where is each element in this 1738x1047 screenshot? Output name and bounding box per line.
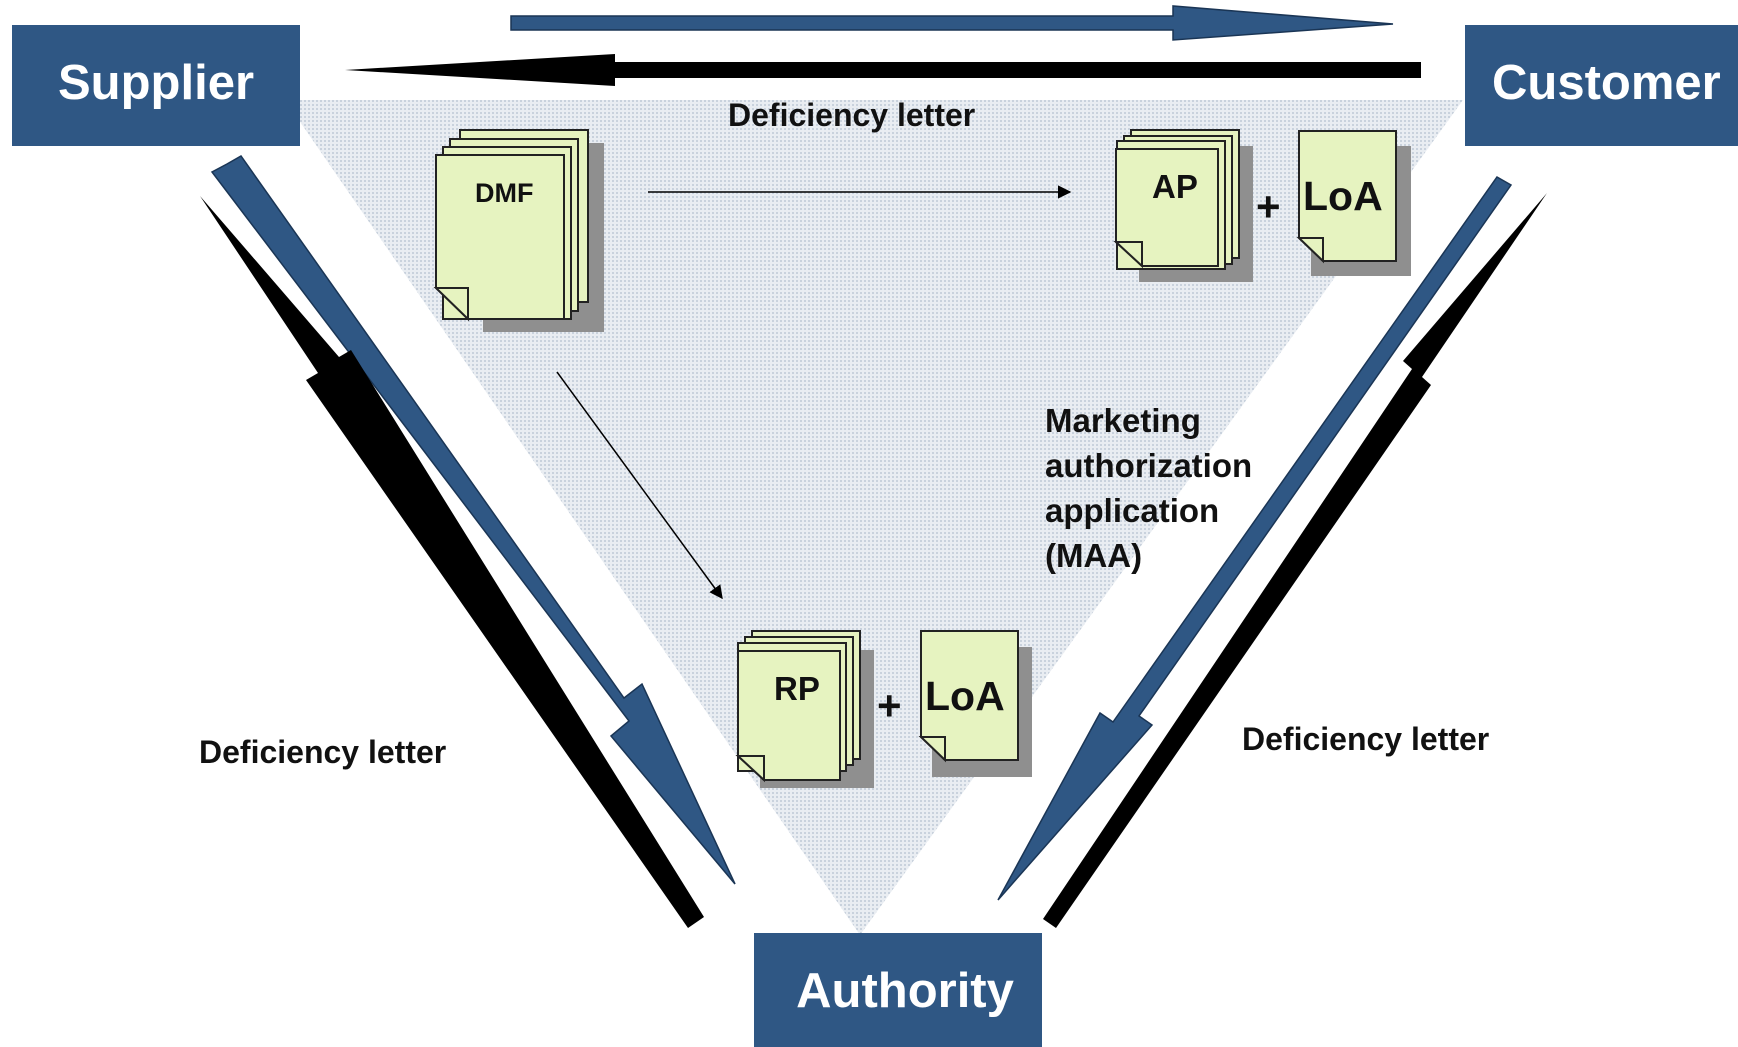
left-deficiency-letter-label: Deficiency letter: [199, 734, 446, 770]
authority-label: Authority: [796, 964, 1014, 1018]
rp-label: RP: [774, 670, 820, 707]
plus-sign-bottom: +: [877, 682, 902, 729]
loa-label-top: LoA: [1303, 173, 1383, 219]
maa-label-line-1: Marketing: [1045, 402, 1201, 439]
customer-label: Customer: [1492, 56, 1721, 110]
maa-label-line-3: application: [1045, 492, 1219, 529]
maa-label-line-2: authorization: [1045, 447, 1252, 484]
arrow-authority-to-customer: [1043, 193, 1547, 928]
maa-label-line-4: (MAA): [1045, 537, 1142, 574]
supplier-node: Supplier: [12, 25, 300, 146]
authority-node: Authority: [754, 933, 1042, 1047]
dmf-label: DMF: [475, 178, 533, 208]
customer-node: Customer: [1465, 25, 1738, 146]
maa-label: Marketing authorization application (MAA…: [1045, 402, 1252, 574]
arrow-customer-to-authority: [997, 176, 1513, 901]
dmf-document-stack: DMF: [433, 129, 604, 332]
loa-label-bottom: LoA: [925, 673, 1005, 719]
arrow-customer-to-supplier: [345, 54, 1421, 86]
ap-label: AP: [1152, 168, 1198, 205]
loa-document-bottom: LoA: [918, 630, 1032, 777]
rp-document-stack: RP: [735, 630, 874, 788]
top-deficiency-letter-label: Deficiency letter: [728, 97, 975, 133]
right-deficiency-letter-label: Deficiency letter: [1242, 721, 1489, 757]
arrow-dmf-to-rp: [556, 371, 723, 600]
plus-sign-top: +: [1256, 183, 1281, 230]
loa-document-top: LoA: [1296, 130, 1411, 276]
ap-document-stack: AP: [1113, 129, 1253, 282]
supplier-label: Supplier: [58, 56, 254, 110]
arrow-supplier-to-customer: [510, 5, 1394, 41]
arrow-authority-to-supplier: [200, 196, 704, 928]
